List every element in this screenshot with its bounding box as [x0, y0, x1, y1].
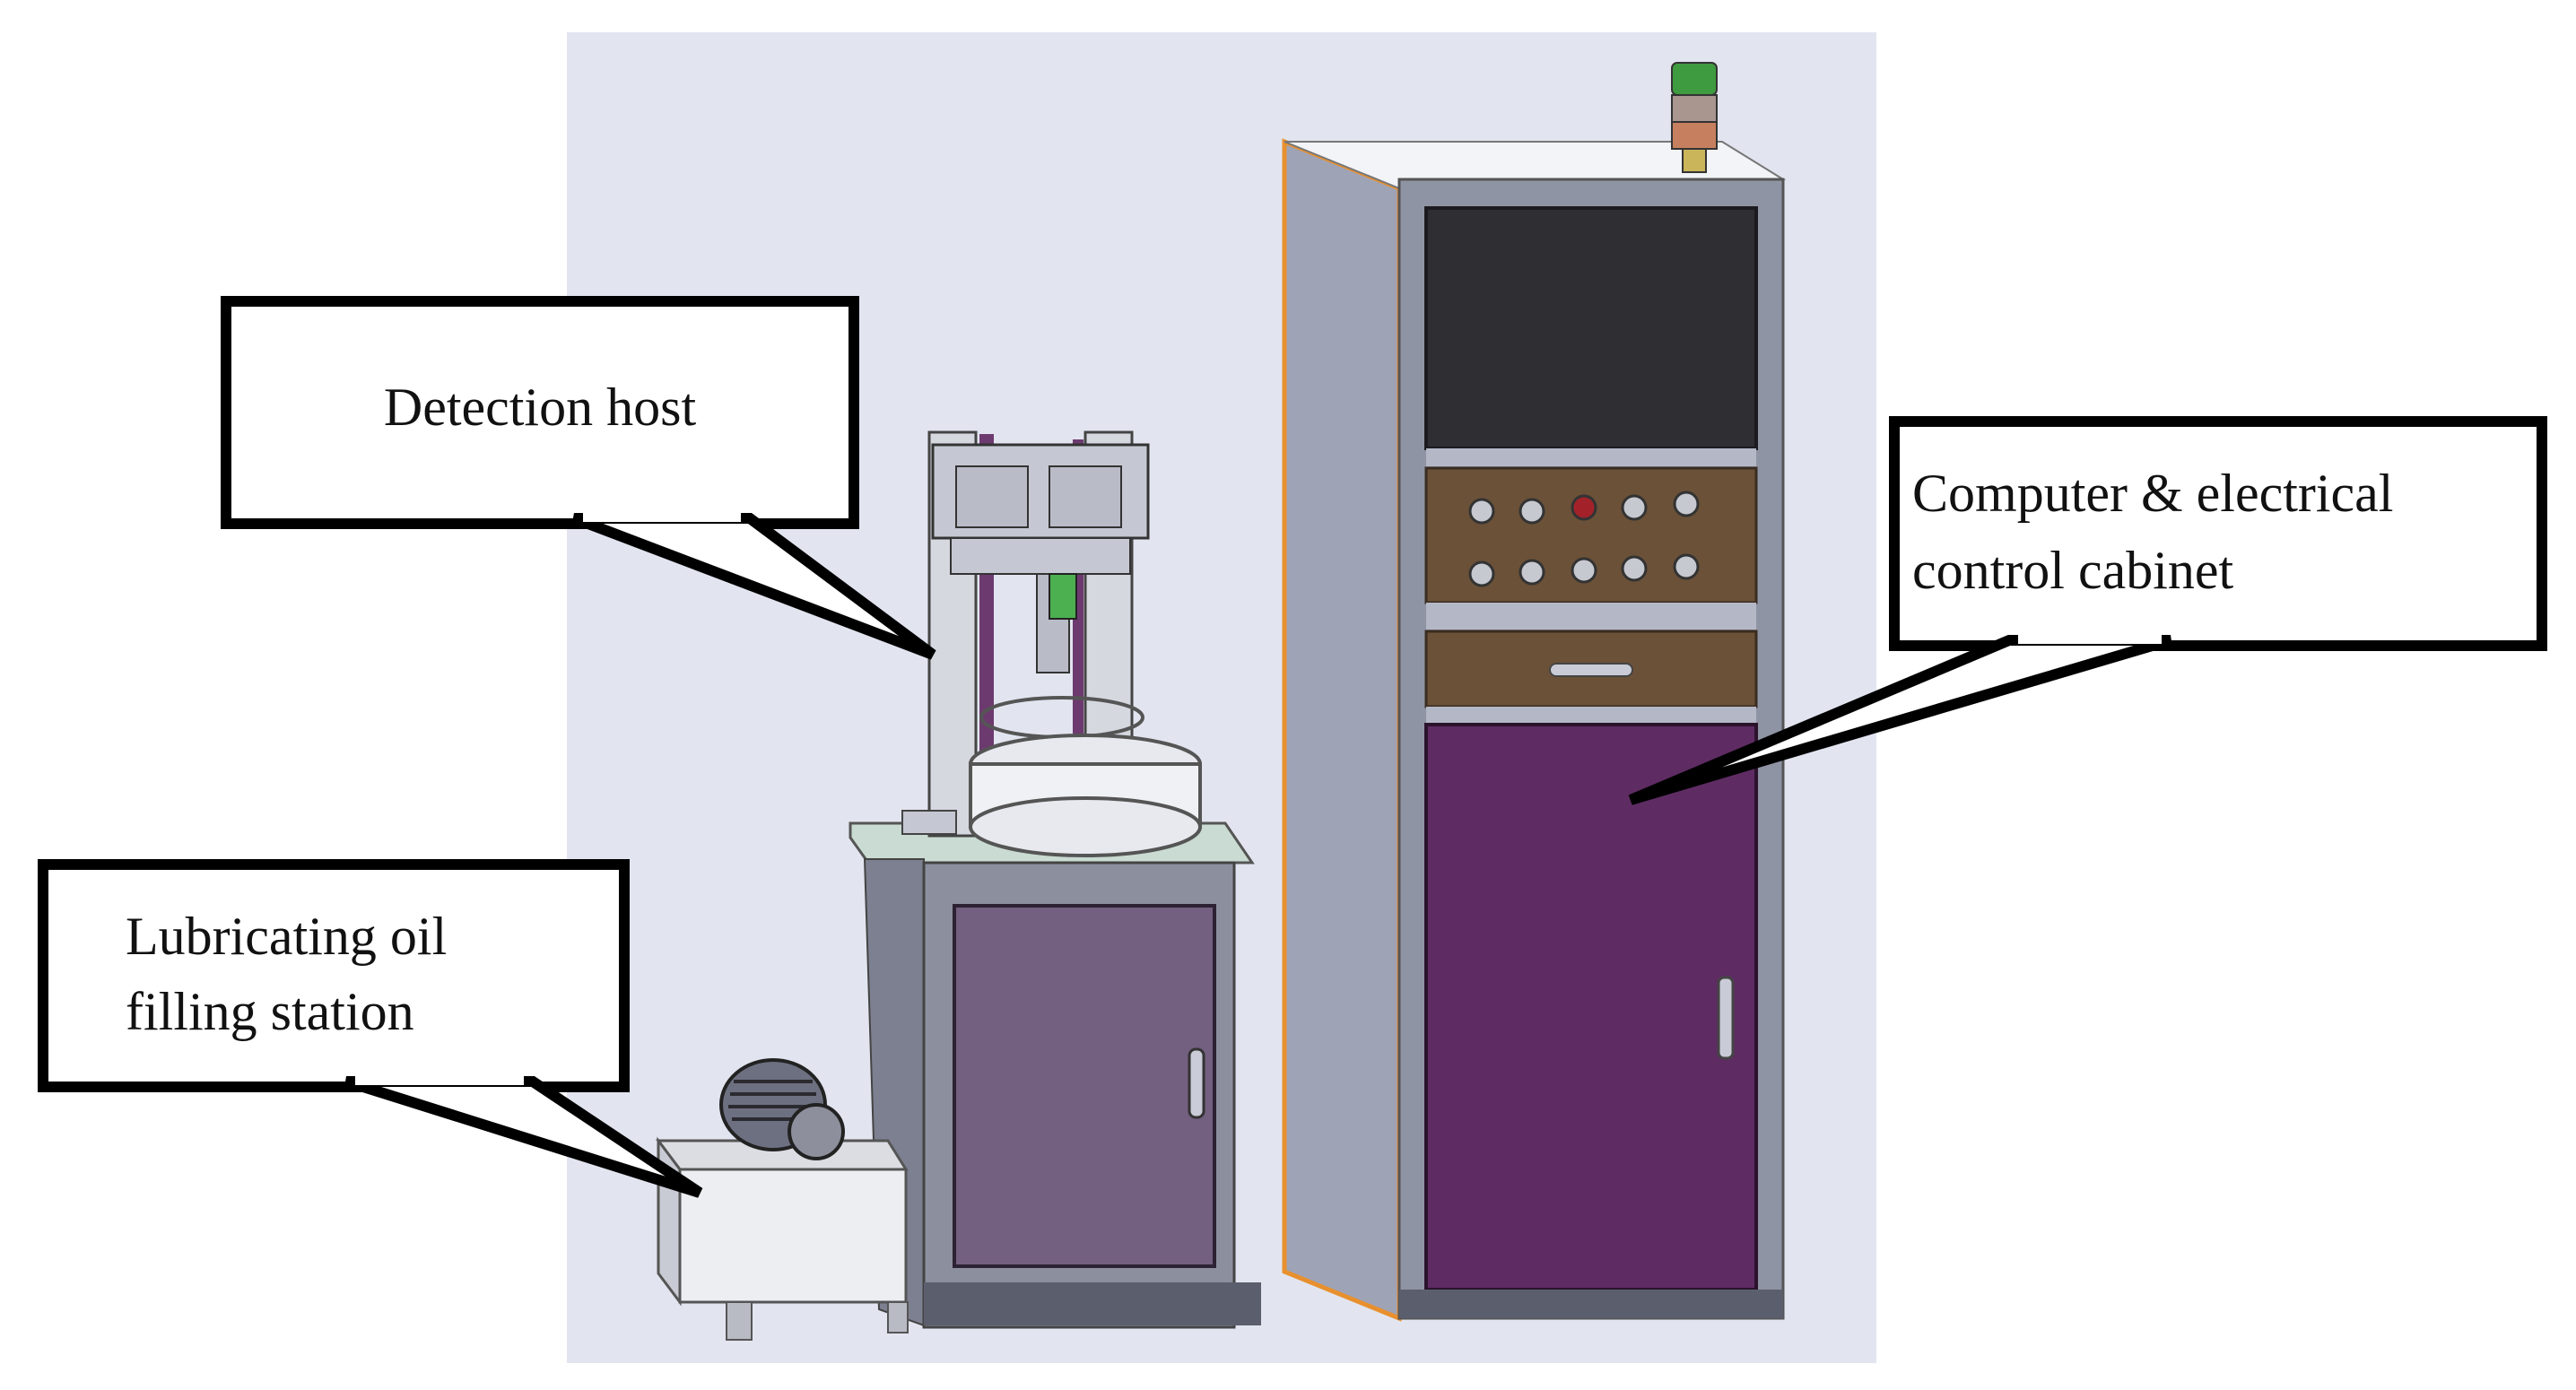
- cabinet-drawer[interactable]: [1424, 630, 1758, 708]
- cabinet-separator-2: [1426, 603, 1756, 630]
- callout-line: control cabinet: [1912, 541, 2234, 600]
- oil-tank-front: [678, 1168, 908, 1304]
- callout-label: Lubricating oil filling station: [126, 907, 460, 1041]
- callout-line: Computer & electrical: [1912, 464, 2393, 523]
- host-drum-bottom: [969, 796, 1202, 857]
- red-indicator-light-icon: [1571, 494, 1597, 521]
- oil-tank-leg: [887, 1301, 909, 1334]
- callout-pointer-mask: [583, 509, 741, 522]
- push-button-icon[interactable]: [1673, 553, 1700, 580]
- push-button-icon[interactable]: [1519, 559, 1545, 586]
- callout-oil-station: Lubricating oil filling station: [38, 859, 703, 1198]
- oil-filling-station: [656, 1058, 909, 1341]
- host-door[interactable]: [953, 904, 1216, 1268]
- callout-line: filling station: [126, 982, 414, 1041]
- callout-label: Computer & electrical control cabinet: [1912, 464, 2406, 600]
- push-button-icon[interactable]: [1519, 498, 1545, 525]
- cabinet-side-panel: [1282, 138, 1402, 1322]
- push-button-icon[interactable]: [1621, 555, 1648, 582]
- push-button-icon[interactable]: [1621, 494, 1648, 521]
- cabinet-door[interactable]: [1424, 723, 1758, 1291]
- push-button-icon[interactable]: [1468, 560, 1495, 587]
- door-handle-icon[interactable]: [1717, 976, 1735, 1060]
- cabinet-buttons: [1468, 491, 1700, 587]
- detection-host: [849, 430, 1261, 1329]
- callout-line: Lubricating oil: [126, 907, 447, 966]
- drawer-handle-icon[interactable]: [1549, 663, 1633, 677]
- host-head-plate-2: [1049, 465, 1122, 528]
- cabinet-base: [1399, 1290, 1783, 1318]
- oil-tank-leg: [726, 1301, 753, 1341]
- host-foot: [901, 810, 957, 835]
- motor-icon: [719, 1058, 845, 1160]
- callout-box: [38, 859, 630, 1092]
- push-button-icon[interactable]: [1468, 498, 1495, 525]
- cabinet-separator-1: [1426, 448, 1756, 466]
- door-handle-icon[interactable]: [1188, 1047, 1205, 1119]
- host-sensor-green: [1049, 573, 1077, 620]
- push-button-icon[interactable]: [1673, 491, 1700, 517]
- callout-box: [1889, 416, 2547, 651]
- push-button-icon[interactable]: [1571, 557, 1597, 584]
- host-head-plate: [955, 465, 1029, 528]
- host-base: [924, 1282, 1261, 1325]
- callout-pointer-mask: [2018, 631, 2162, 644]
- callout-detection-host: Detection host: [221, 296, 936, 660]
- callout-label: Detection host: [384, 378, 697, 437]
- signal-tower-icon: [1671, 62, 1718, 173]
- callout-control-cabinet: Computer & electrical control cabinet: [1628, 416, 2547, 805]
- callout-box: [221, 296, 859, 529]
- callout-pointer-mask: [355, 1073, 524, 1085]
- cabinet-separator-3: [1426, 707, 1756, 725]
- cabinet-screen: [1424, 206, 1758, 450]
- control-cabinet: [1282, 62, 1787, 1322]
- host-mid-plate: [950, 537, 1131, 575]
